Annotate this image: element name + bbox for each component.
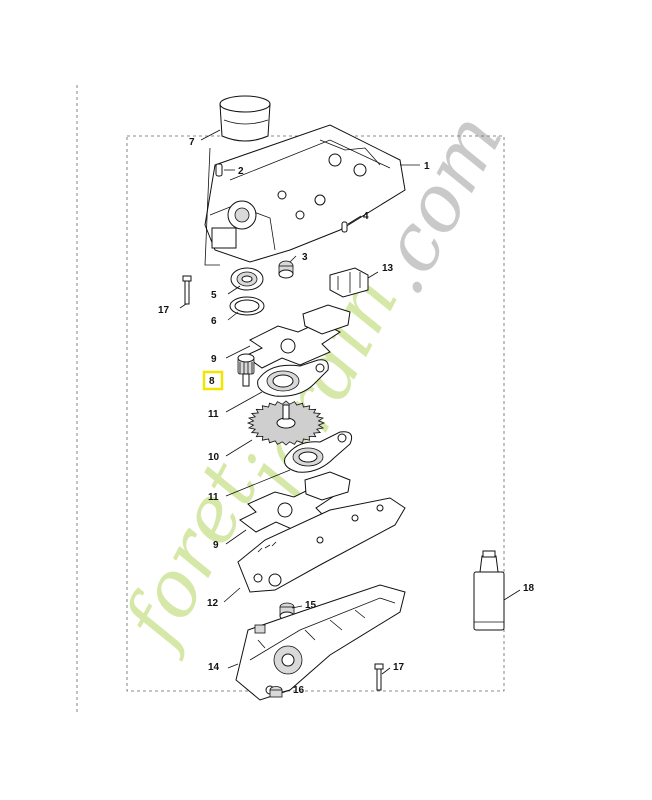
label-14: 14 [208, 662, 220, 673]
part-3-bushing [278, 260, 294, 279]
label-11-top: 11 [208, 409, 219, 420]
label-11-bottom: 11 [208, 492, 219, 503]
part-11-lower-crank [284, 431, 353, 473]
part-8-highlight [202, 370, 224, 391]
part-6-ring [229, 296, 265, 316]
label-13: 13 [382, 263, 394, 274]
part-18-grease-tube [473, 550, 505, 631]
part-7-cup [219, 95, 271, 142]
part-8-pinion [237, 353, 255, 387]
label-18: 18 [523, 583, 535, 594]
part-16-bushing [269, 686, 283, 698]
part-10-gear [246, 400, 326, 446]
part-5-bearing [230, 267, 264, 291]
label-15: 15 [305, 600, 317, 611]
gear-pin [282, 404, 290, 420]
label-17-top: 17 [158, 305, 170, 316]
part-11-upper-crank [257, 359, 329, 397]
label-10: 10 [208, 452, 220, 463]
label-4: 4 [363, 211, 369, 222]
part-1-gear-housing [204, 124, 406, 263]
label-6: 6 [211, 316, 217, 327]
part-2-pin [215, 163, 223, 177]
label-8: 8 [209, 376, 215, 387]
label-7: 7 [189, 137, 195, 148]
label-17-bottom: 17 [393, 662, 405, 673]
part-4-pin [341, 221, 348, 233]
label-12: 12 [207, 598, 219, 609]
callout-labels: 7 2 1 4 3 13 5 17 6 9 8 11 10 11 9 12 15… [158, 137, 535, 696]
label-3: 3 [302, 252, 308, 263]
label-9-bottom: 9 [213, 540, 219, 551]
leader-lines [179, 129, 521, 693]
part-17-screw-bottom [374, 663, 384, 691]
part-17-screw-top [182, 275, 192, 305]
part-12-gasket [237, 497, 406, 593]
label-9-top: 9 [211, 354, 217, 365]
part-13-clip [329, 267, 369, 298]
part-9-upper-plate [244, 304, 351, 369]
part-14-bottom-housing [235, 584, 406, 701]
label-2: 2 [238, 166, 244, 177]
label-1: 1 [424, 161, 430, 172]
label-5: 5 [211, 290, 217, 301]
label-16: 16 [293, 685, 305, 696]
